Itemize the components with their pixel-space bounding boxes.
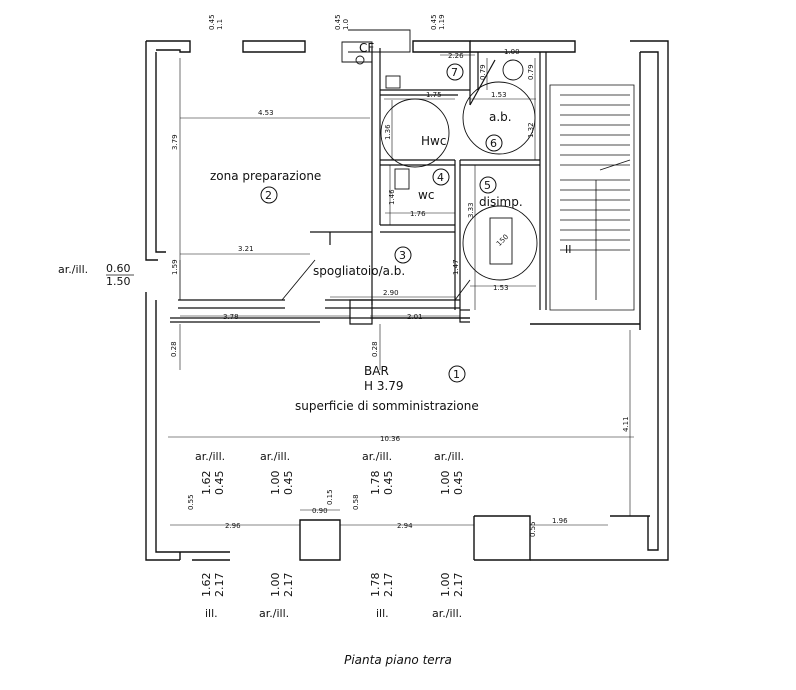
front-opening-b: 0.45	[382, 471, 395, 496]
room-6-number: 6	[490, 137, 497, 150]
room-2-number: 2	[265, 189, 272, 202]
dim-text: 0.28	[170, 341, 178, 357]
front-openings: ar./ill. 1.62 0.45 ar./ill. 1.00 0.45 ar…	[195, 450, 465, 495]
dim-text: 0.58	[352, 494, 360, 510]
side-window-note: ar./ill. 0.60 1.50	[58, 262, 134, 288]
dim-text: 2.01	[407, 313, 423, 321]
front-opening-b: 0.45	[282, 471, 295, 496]
side-window-top: 0.60	[106, 262, 131, 275]
interior-walls	[170, 48, 547, 325]
room-4-number: 4	[437, 171, 444, 184]
bottom-opening-label: ill.	[376, 607, 389, 620]
dim-text: 2.90	[383, 289, 399, 297]
dim-text: 1.96	[552, 517, 568, 525]
room-3-number: 3	[399, 249, 406, 262]
top-mark-2b: 1.0	[342, 19, 350, 30]
dim-text: 3.79	[171, 134, 179, 150]
front-opening-b: 0.45	[452, 471, 465, 496]
bottom-openings: 1.62 2.17 ill. 1.00 2.17 ar./ill. 1.78 2…	[200, 573, 465, 621]
dim-text: 0.28	[371, 341, 379, 357]
dim-text: 1.32	[527, 122, 535, 138]
front-opening-label: ar./ill.	[434, 450, 464, 463]
dim-text: 1.75	[426, 91, 442, 99]
dim-text: 1.53	[493, 284, 509, 292]
dim-text: 3.78	[223, 313, 239, 321]
top-mark-2: 0.45	[334, 14, 342, 30]
dim-text: 2.26	[448, 52, 464, 60]
dim-text: 0.79	[527, 64, 535, 80]
top-mark-1: 0.45	[208, 14, 216, 30]
dim-text: 0.55	[529, 521, 537, 537]
room-6-name: a.b.	[489, 110, 512, 124]
front-opening-label: ar./ill.	[260, 450, 290, 463]
dim-text: 1.59	[171, 259, 179, 275]
room-7-name: Hwc	[421, 134, 446, 148]
room-5-name: disimp.	[479, 195, 523, 209]
stair	[549, 84, 635, 311]
dim-text: 1.47	[452, 259, 460, 275]
front-opening-a: 1.00	[439, 471, 452, 496]
room-3-name: spogliatoio/a.b.	[313, 264, 405, 278]
room-1-name: BAR	[364, 364, 389, 378]
stair-mark: II	[565, 243, 572, 256]
bottom-opening-a: 1.00	[269, 573, 282, 598]
dim-text: 2.94	[397, 522, 413, 530]
bottom-opening-b: 2.17	[282, 573, 295, 598]
room-1-number: 1	[453, 368, 460, 381]
dim-text: 10.36	[380, 435, 401, 443]
dim-text: 2.96	[225, 522, 241, 530]
dim-text: 0.90	[312, 507, 328, 515]
bottom-opening-label: ill.	[205, 607, 218, 620]
top-mark-3b: 1.19	[438, 14, 446, 30]
front-opening-label: ar./ill.	[195, 450, 225, 463]
bottom-opening-b: 2.17	[213, 573, 226, 598]
dim-text: 0.55	[187, 494, 195, 510]
bottom-opening-b: 2.17	[452, 573, 465, 598]
bottom-opening-label: ar./ill.	[259, 607, 289, 620]
dimension-lines	[168, 51, 634, 526]
dim-text: 4.53	[258, 109, 274, 117]
cf-label: CF	[359, 41, 374, 55]
room-1-height: H 3.79	[364, 379, 404, 393]
room-5-number: 5	[484, 179, 491, 192]
bottom-opening-b: 2.17	[382, 573, 395, 598]
bottom-opening-a: 1.62	[200, 573, 213, 598]
room-4-name: wc	[418, 188, 434, 202]
front-opening-a: 1.78	[369, 471, 382, 496]
dim-text: 1.36	[384, 124, 392, 140]
turning-circle-label: 150	[495, 233, 510, 248]
fixtures	[281, 29, 538, 301]
front-opening-b: 0.45	[213, 471, 226, 496]
room-labels: zona preparazione 2 spogliatoio/a.b. 3 w…	[210, 41, 572, 413]
dim-text: 3.21	[238, 245, 254, 253]
bottom-opening-a: 1.00	[439, 573, 452, 598]
front-opening-a: 1.62	[200, 471, 213, 496]
side-window-bottom: 1.50	[106, 275, 131, 288]
side-window-ratio: ar./ill.	[58, 263, 88, 276]
outer-walls	[145, 40, 669, 561]
room-7-number: 7	[451, 66, 458, 79]
front-opening-label: ar./ill.	[362, 450, 392, 463]
dim-text: 1.76	[410, 210, 426, 218]
room-1-description: superficie di somministrazione	[295, 399, 479, 413]
top-mark-1b: 1.1	[216, 19, 224, 30]
front-opening-a: 1.00	[269, 471, 282, 496]
dim-text: 0.79	[479, 64, 487, 80]
bottom-opening-label: ar./ill.	[432, 607, 462, 620]
dim-text: 3.33	[467, 202, 475, 218]
plan-caption: Pianta piano terra	[344, 653, 452, 667]
bottom-opening-a: 1.78	[369, 573, 382, 598]
room-2-name: zona preparazione	[210, 169, 321, 183]
dim-text: 1.46	[388, 189, 396, 205]
dim-text: 4.11	[622, 416, 630, 432]
top-marks: 0.45 1.1 0.45 1.0 0.45 1.19	[208, 14, 446, 30]
top-mark-3: 0.45	[430, 14, 438, 30]
dim-text: 0.15	[326, 489, 334, 505]
dim-text: 1.00	[504, 48, 520, 56]
dim-text: 1.53	[491, 91, 507, 99]
dimension-texts: 4.53 3.79 3.21 1.59 3.78 2.01 0.28 0.28 …	[170, 48, 630, 537]
